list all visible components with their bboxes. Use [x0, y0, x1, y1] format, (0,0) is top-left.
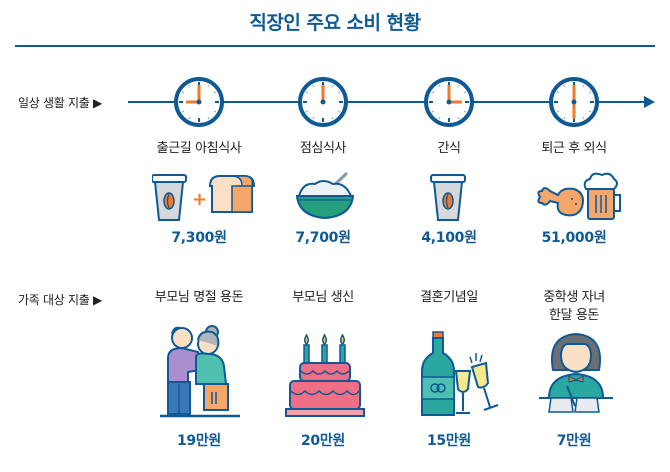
family-label-holiday: 부모님 명절 용돈 — [154, 290, 244, 305]
coffee-and-bread-icon: + — [152, 174, 256, 221]
clock-12-icon — [298, 77, 348, 127]
family-label-allowance: 중학생 자녀 한달 용돈 — [509, 289, 639, 325]
family-label-birthday: 부모님 생신 — [292, 290, 354, 305]
allowance-label-line1: 중학생 자녀 — [543, 290, 605, 305]
clock-9-icon — [174, 77, 224, 127]
daily-row-label: 일상 생활 지출 ▶ — [18, 96, 102, 110]
elderly-couple-icon — [160, 325, 240, 418]
daily-label-breakfast: 출근길 아침식사 — [156, 141, 242, 156]
clock-3-icon — [424, 77, 474, 127]
daily-amount-lunch: 7,700원 — [295, 230, 351, 246]
timeline-arrow-icon — [644, 96, 655, 108]
daily-amount-snack: 4,100원 — [421, 230, 477, 246]
page-title: 직장인 주요 소비 현황 — [249, 12, 421, 34]
student-icon — [539, 332, 613, 413]
chicken-and-beer-icon — [537, 172, 621, 220]
svg-text:+: + — [192, 189, 207, 210]
champagne-icon — [421, 331, 499, 416]
coffee-cup-icon — [430, 174, 466, 221]
clock-6-icon — [549, 77, 599, 127]
daily-label-snack: 간식 — [437, 141, 461, 156]
daily-amount-dinner: 51,000원 — [541, 230, 607, 246]
family-amount-allowance: 7만원 — [556, 433, 592, 449]
rice-bowl-icon — [295, 171, 355, 220]
family-amount-anniversary: 15만원 — [426, 433, 472, 449]
family-amount-holiday: 19만원 — [176, 433, 222, 449]
family-row-label: 가족 대상 지출 ▶ — [18, 293, 102, 307]
allowance-label-line2: 한달 용돈 — [549, 308, 599, 323]
daily-label-dinner: 퇴근 후 외식 — [541, 141, 607, 156]
title-divider — [15, 45, 655, 47]
family-amount-birthday: 20만원 — [300, 433, 346, 449]
birthday-cake-icon — [285, 333, 365, 417]
daily-amount-breakfast: 7,300원 — [171, 230, 227, 246]
timeline-line — [128, 101, 648, 103]
family-label-anniversary: 결혼기념일 — [420, 290, 478, 305]
daily-label-lunch: 점심식사 — [299, 141, 347, 156]
